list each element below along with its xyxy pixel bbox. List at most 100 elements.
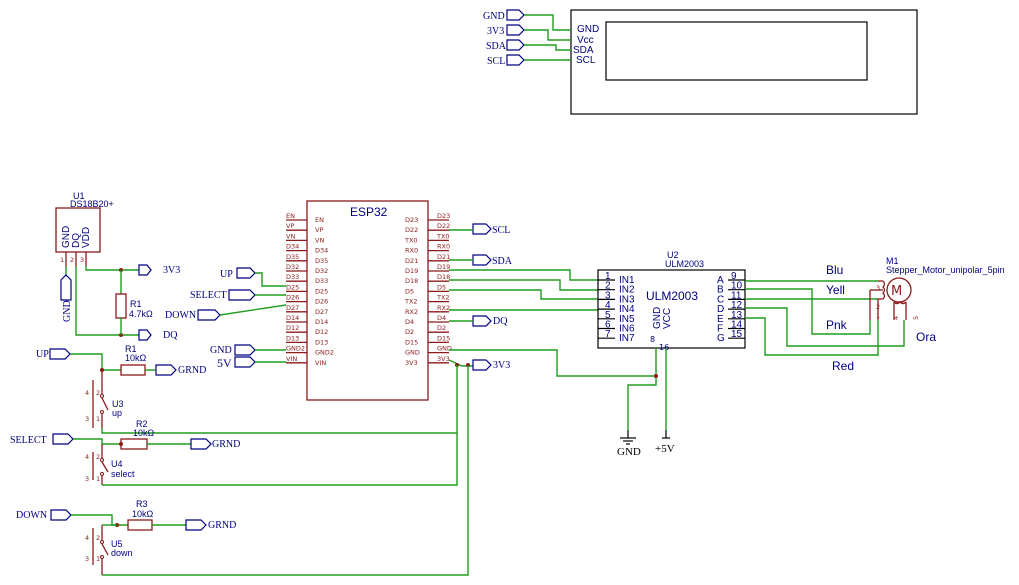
net-grnd-1: GRND [178, 365, 206, 376]
motor-m-glyph: M [891, 284, 902, 299]
net-grnd-2: GRND [212, 439, 240, 450]
esp32-left-pin-d34: D34 [286, 243, 299, 251]
net-down-btn: DOWN [16, 510, 47, 521]
u3-pin-2: 2 [96, 389, 100, 397]
u1-pinnum-3: 3 [80, 256, 84, 264]
net-dq-u1: DQ [163, 330, 178, 341]
esp32-left-pin-d33: D33 [286, 273, 299, 281]
r2-value: 10kΩ [133, 428, 155, 438]
esp32-right-inner-tx0: TX0 [404, 236, 418, 244]
esp32-right-inner-d5: D5 [405, 287, 414, 295]
net-gnd-u1: GND [62, 300, 73, 322]
m1-ref: M1 [886, 256, 899, 266]
esp32-right-inner-rx0: RX0 [405, 247, 418, 255]
esp32-right-inner-d21: D21 [405, 257, 418, 265]
uln-in-in3: IN3 [619, 294, 635, 305]
lcd-pin-scl: SCL [576, 55, 596, 66]
esp32-title: ESP32 [350, 205, 388, 219]
u2-pinnum-16: 16 [659, 343, 669, 352]
wire-label-red: Red [832, 359, 854, 373]
net-select-esp: SELECT [190, 290, 227, 301]
net-5v-esp: 5V [217, 356, 232, 370]
esp32-right-inner-d2: D2 [405, 328, 414, 336]
wire-label-ora: Ora [916, 330, 936, 344]
esp32-right-pin-gnd: GND [437, 345, 452, 353]
esp32-right-inner-3v3: 3V3 [405, 359, 418, 367]
esp32-right-inner-gnd: GND [405, 349, 420, 357]
wire-label-blu: Blu [826, 263, 843, 277]
u4-pin-3: 3 [85, 475, 89, 483]
esp32-right-pin-d5: D5 [437, 283, 446, 291]
u1-pin-gnd: GND [61, 226, 72, 248]
uln-in-num-2: 2 [605, 281, 611, 292]
u3-ref: U3 [112, 399, 124, 409]
u4-value: select [111, 469, 135, 479]
esp32-left-pin-en: EN [286, 212, 295, 220]
uln-in-in1: IN1 [619, 275, 635, 286]
net-3v3-u1: 3V3 [163, 265, 180, 276]
m1-pin-1: 1 [876, 312, 880, 320]
lcd-pin-vcc: Vcc [577, 35, 594, 46]
wire-label-yell: Yell [826, 283, 845, 297]
net-up-esp: UP [220, 269, 233, 280]
esp32-right-inner-tx2: TX2 [404, 298, 418, 306]
esp32-right-pin-rx2: RX2 [437, 304, 450, 312]
uln-in-in7: IN7 [619, 333, 635, 344]
esp32-left-inner-vn: VN [315, 236, 324, 244]
button-u3[interactable]: 4 2 3 1 U3 up [85, 370, 124, 428]
m1-pin-2: 2 [876, 303, 880, 311]
uln-out-num-9: 9 [731, 271, 737, 282]
r1-value: 4.7kΩ [129, 309, 153, 319]
esp32-left-pin-d35: D35 [286, 253, 299, 261]
esp32-left-pin-d27: D27 [286, 304, 299, 312]
esp32-left-pin-vp: VP [286, 222, 294, 230]
esp32-right-inner-d22: D22 [405, 226, 418, 234]
net-select-btn: SELECT [10, 435, 47, 446]
esp32-left-pin-vn: VN [286, 232, 295, 240]
u4-pin-4: 4 [85, 453, 89, 461]
power-gnd: GND [617, 446, 641, 458]
uln-in-in6: IN6 [619, 324, 635, 335]
wire-label-pnk: Pnk [826, 318, 848, 332]
r-up-ref: R1 [125, 344, 137, 354]
u3-pin-4: 4 [85, 389, 89, 397]
r1-ref: R1 [130, 299, 142, 309]
net-gnd-esp: GND [210, 345, 232, 356]
uln-out-a: A [717, 275, 724, 286]
net-up-btn: UP [36, 349, 49, 360]
uln-in-in4: IN4 [619, 304, 635, 315]
esp32-left-inner-d14: D14 [315, 318, 328, 326]
uln-out-num-14: 14 [731, 320, 743, 331]
uln-out-num-11: 11 [731, 290, 742, 301]
u3-value: up [112, 408, 122, 418]
button-u5[interactable]: 4 2 3 1 U5 down [85, 525, 133, 575]
uln-out-d: D [717, 304, 724, 315]
button-u4[interactable]: 4 2 3 1 U4 select [85, 444, 135, 485]
net-down-esp: DOWN [165, 310, 196, 321]
lcd-net-sda: SDA [486, 41, 507, 52]
u4-pin-2: 2 [96, 453, 100, 461]
esp32-right-pin-3v3: 3V3 [437, 355, 450, 363]
u2-pin-vcc: VCC [662, 308, 673, 329]
esp32-left-inner-gnd2: GND2 [315, 349, 334, 357]
u5-value: down [111, 548, 133, 558]
u1-value: DS18B20+ [70, 199, 114, 209]
uln-in-num-1: 1 [605, 271, 611, 282]
u1-pinnum-1: 1 [60, 256, 64, 264]
esp32-left-pin-d26: D26 [286, 294, 299, 302]
esp32-left-pin-d13: D13 [286, 334, 299, 342]
esp32-right-pin-tx0: TX0 [436, 232, 450, 240]
uln-in-num-4: 4 [605, 300, 611, 311]
lcd-net-3v3: 3V3 [487, 26, 504, 37]
uln-out-num-10: 10 [731, 281, 743, 292]
esp32-right-pin-rx0: RX0 [437, 243, 450, 251]
esp32-left-pin-d14: D14 [286, 314, 299, 322]
uln-out-num-13: 13 [731, 310, 743, 321]
uln-in-num-6: 6 [605, 320, 611, 331]
r3-value: 10kΩ [132, 509, 154, 519]
esp32-right-pin-tx2: TX2 [436, 294, 450, 302]
uln-in-num-7: 7 [605, 329, 611, 340]
